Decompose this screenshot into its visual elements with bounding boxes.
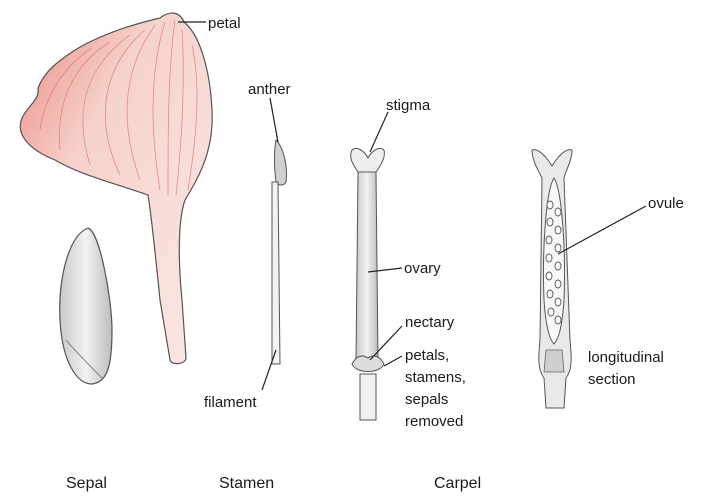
removed-label-line2: stamens,: [405, 369, 466, 386]
stamen-drawing: [272, 140, 287, 364]
ovule-leader: [558, 206, 646, 254]
removed-label-line4: removed: [405, 413, 463, 430]
anther-leader: [270, 98, 278, 142]
stigma-shape: [351, 148, 385, 172]
petal-label: petal: [208, 15, 241, 32]
removed-label-line1: petals,: [405, 347, 449, 364]
anther-shape: [275, 140, 287, 185]
stamen-caption: Stamen: [219, 475, 274, 492]
carpel-caption: Carpel: [434, 475, 481, 492]
filament-leader: [262, 350, 276, 390]
section-drawing: [532, 150, 572, 408]
nectary-label: nectary: [405, 314, 455, 331]
ovule-label: ovule: [648, 195, 684, 212]
carpel-drawing: [351, 148, 385, 420]
ovary-label: ovary: [404, 260, 441, 277]
sepal-drawing: [60, 228, 112, 384]
anther-label: anther: [248, 81, 291, 98]
stigma-leader: [370, 112, 388, 152]
petal-drawing: [20, 13, 212, 364]
removed-leader: [384, 356, 402, 366]
filament-shape: [272, 182, 280, 364]
filament-label: filament: [204, 394, 257, 411]
sepal-caption: Sepal: [66, 475, 107, 492]
nectary-shape: [352, 356, 384, 372]
stigma-label: stigma: [386, 97, 431, 114]
section-label-line2: section: [588, 371, 636, 388]
ovary-shape: [356, 172, 378, 360]
stalk-shape: [360, 374, 376, 420]
removed-label-line3: sepals: [405, 391, 448, 408]
section-label-line1: longitudinal: [588, 349, 664, 366]
